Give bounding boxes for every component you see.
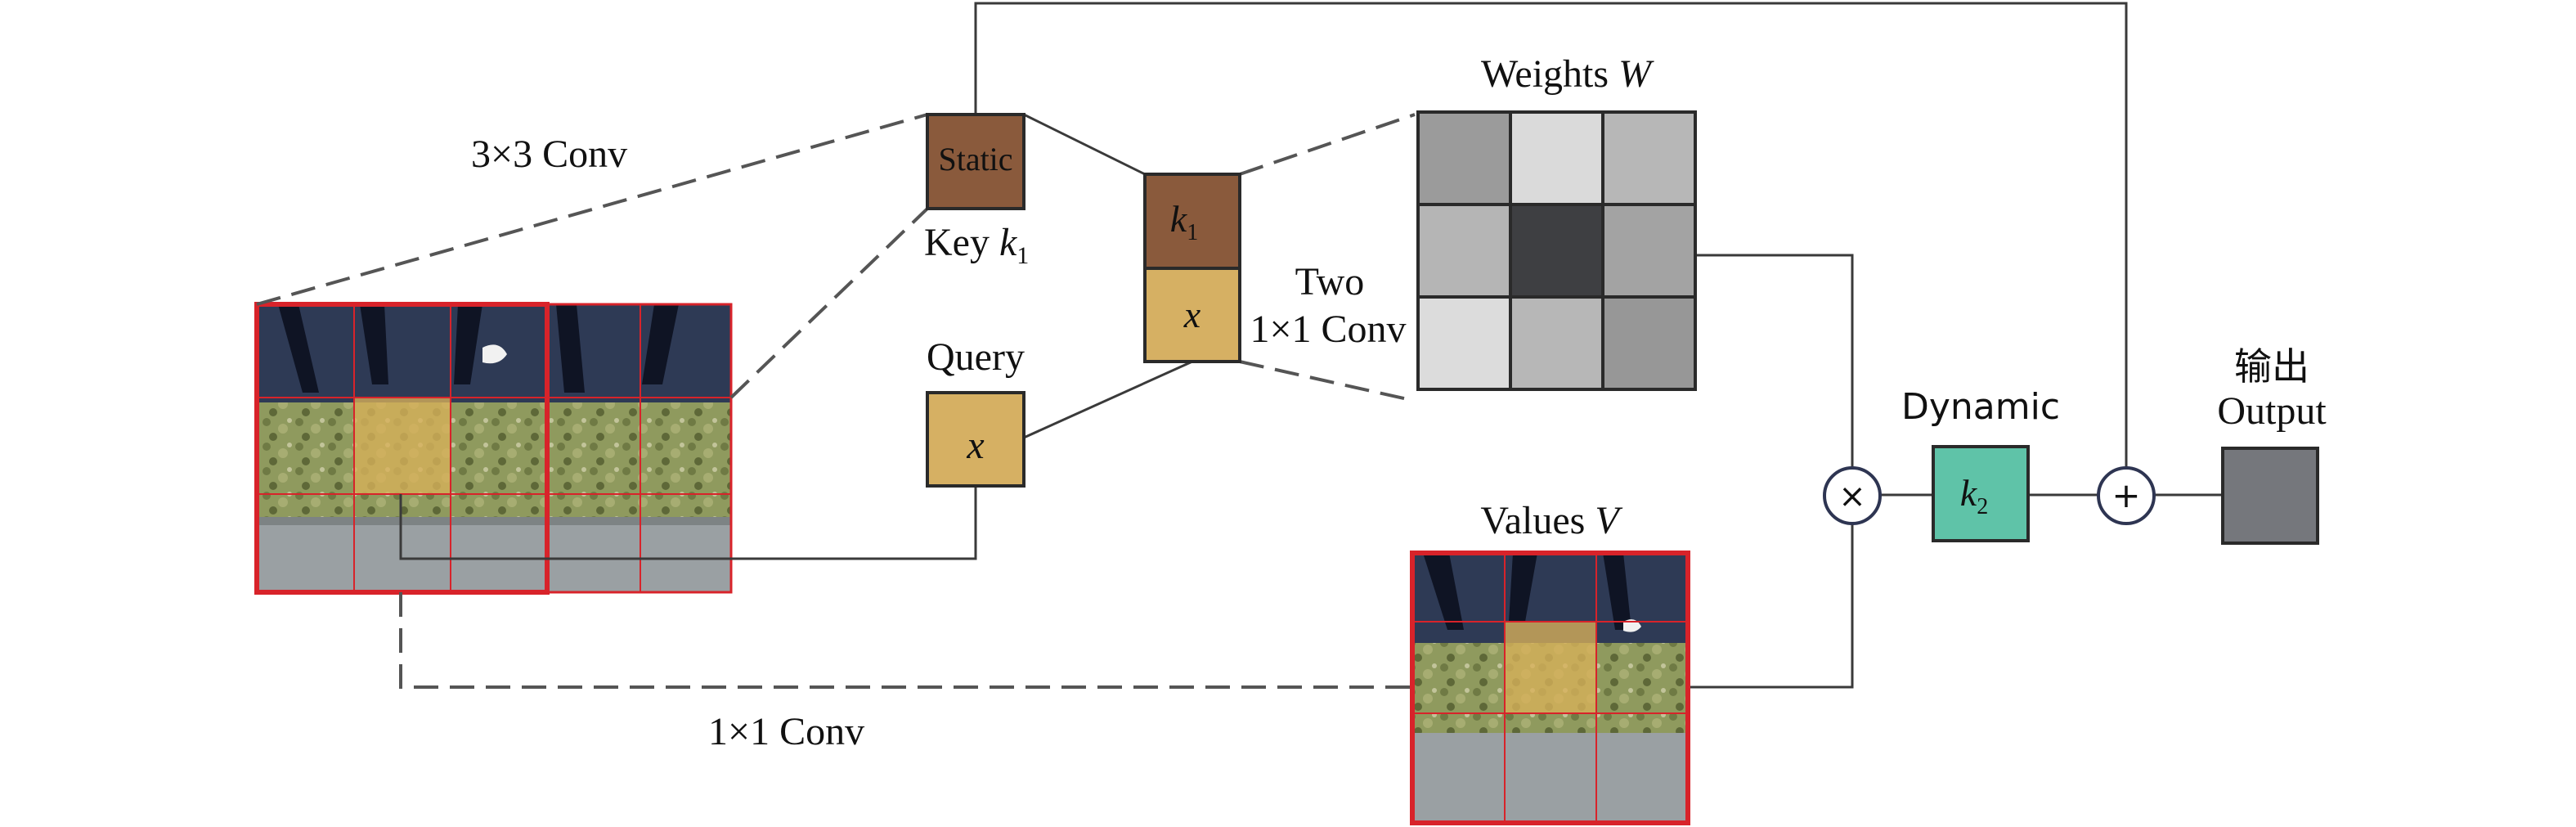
weights-cell xyxy=(1416,295,1512,391)
output-label-en: Output xyxy=(2217,389,2327,433)
query-label: Query xyxy=(927,335,1025,379)
skip-connection-line xyxy=(974,2,2128,468)
solid-connectors xyxy=(399,2,2223,689)
input-image-hay xyxy=(257,402,731,517)
image-to-query-line xyxy=(399,486,977,560)
query-box xyxy=(926,391,1025,488)
conv1x1-dash-line xyxy=(399,592,1412,689)
output-box xyxy=(2221,447,2319,545)
input-feature-image xyxy=(254,302,733,595)
add-node xyxy=(2097,466,2156,525)
dynamic-label: Dynamic xyxy=(1901,386,2060,428)
add-symbol: + xyxy=(2112,475,2140,515)
values-image-border xyxy=(1410,551,1690,825)
weights-cell xyxy=(1509,295,1604,391)
concat-key-box xyxy=(1143,173,1241,270)
dynamic-key-symbol: k2 xyxy=(1960,472,1988,519)
values-label: Values V xyxy=(1480,499,1622,542)
weights-dash-lower xyxy=(1239,360,1416,402)
query-symbol: x xyxy=(966,424,984,467)
weights-cell xyxy=(1416,203,1512,299)
cow-legs xyxy=(278,304,679,393)
weights-label: Weights W xyxy=(1481,52,1654,96)
two-conv-label: 1×1 Conv xyxy=(1250,308,1406,351)
weights-cell xyxy=(1601,295,1697,391)
weights-dash-upper xyxy=(1239,113,1416,176)
input-grid-lines xyxy=(257,304,731,592)
input-center-cell xyxy=(354,398,451,494)
static-to-concat-line xyxy=(1023,113,1146,176)
weights-cell xyxy=(1416,110,1512,206)
values-feature-image xyxy=(1410,551,1690,825)
concat-key-symbol: k1 xyxy=(1170,198,1198,245)
weights-to-multiply-line xyxy=(1694,254,1854,468)
conv3x3-dash-upper xyxy=(256,113,928,306)
dynamic-key-box xyxy=(1932,445,2030,542)
multiply-symbol: × xyxy=(1838,478,1866,515)
conv3x3-dash-lower xyxy=(729,207,929,399)
values-center-cell xyxy=(1505,622,1596,713)
dashed-connectors xyxy=(256,113,1416,689)
multiply-node xyxy=(1823,466,1882,525)
static-key-box xyxy=(926,113,1025,210)
input-image-floor xyxy=(257,517,731,592)
output-label-cn: 输出 xyxy=(2234,344,2309,389)
weights-cell xyxy=(1601,203,1697,299)
conv1x1-label: 1×1 Conv xyxy=(708,710,864,753)
concat-query-box xyxy=(1143,267,1241,363)
concat-query-symbol: x xyxy=(1183,294,1201,335)
static-label: Static xyxy=(938,141,1012,178)
values-to-multiply-line xyxy=(1688,524,1854,689)
query-to-concat-line xyxy=(1023,360,1193,439)
weights-cell xyxy=(1601,110,1697,206)
weights-grid xyxy=(1416,110,1697,391)
weights-cell xyxy=(1509,110,1604,206)
two-label: Two xyxy=(1295,260,1365,303)
weights-cell xyxy=(1509,203,1604,299)
conv3x3-label: 3×3 Conv xyxy=(471,133,627,176)
key-label: Key k1 xyxy=(924,221,1029,269)
